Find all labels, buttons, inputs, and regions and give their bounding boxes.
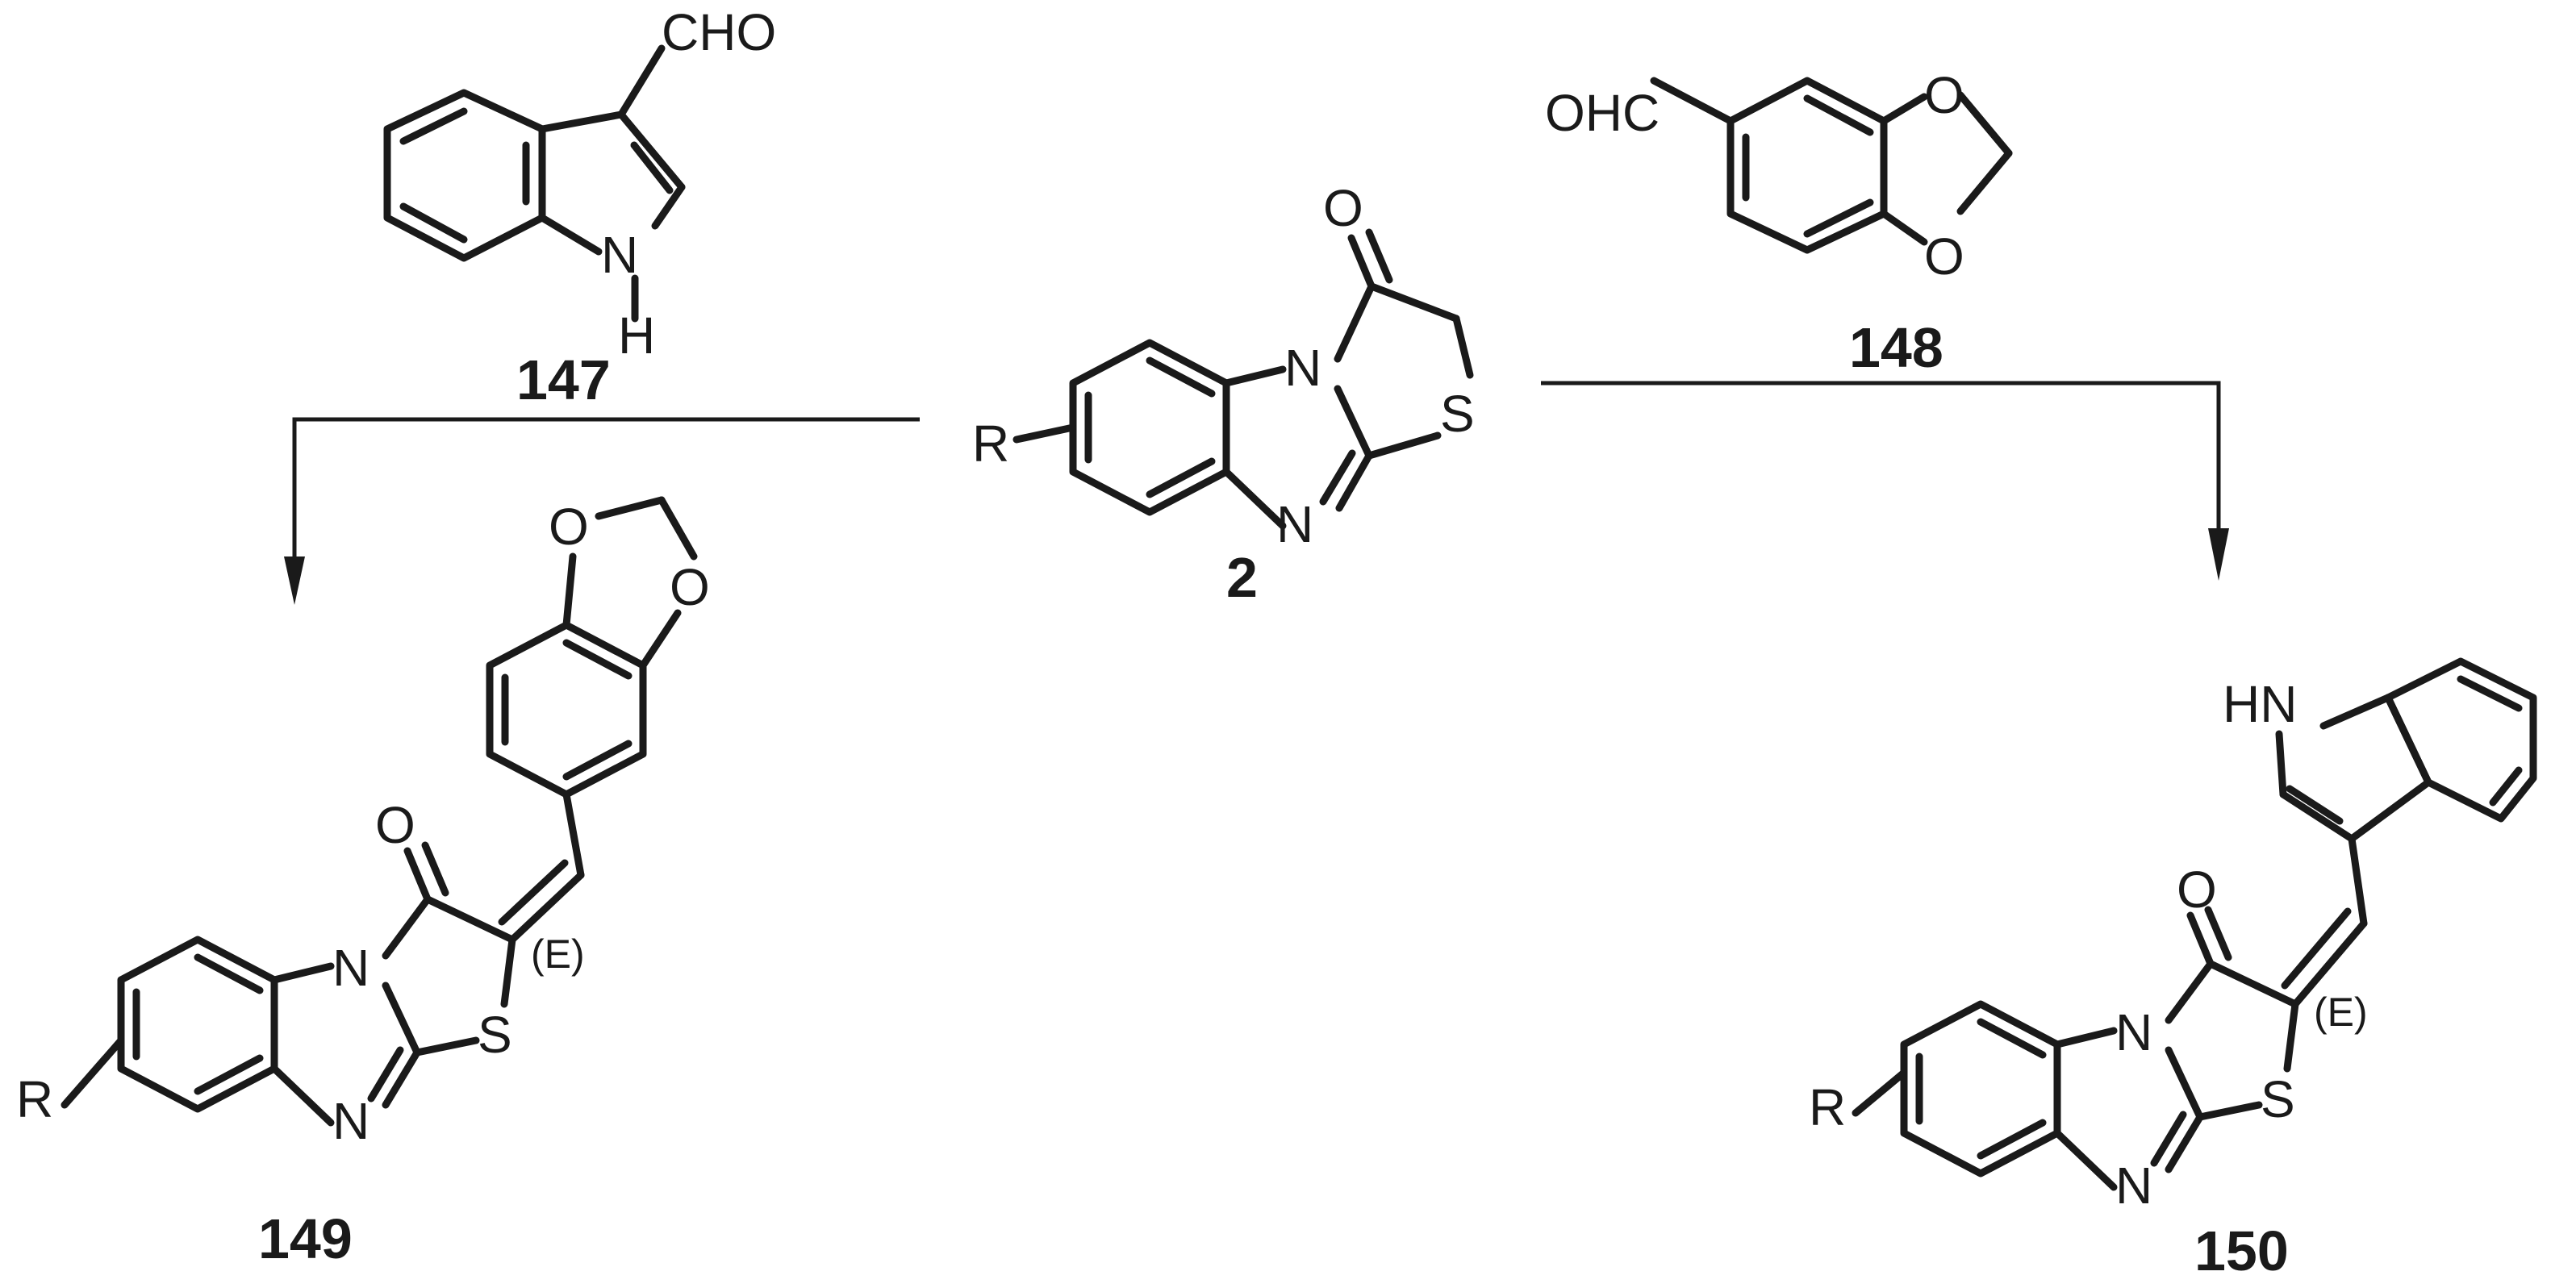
atom-label: N xyxy=(332,1092,369,1150)
stereo-descriptor: (E) xyxy=(2314,990,2368,1035)
atom-label: S xyxy=(478,1006,512,1064)
compound-number: 149 xyxy=(258,1207,353,1270)
atom-label: O xyxy=(375,796,415,854)
atom-label: O xyxy=(1924,227,1964,286)
atom-label: H xyxy=(618,306,655,365)
atom-label: R xyxy=(16,1070,53,1128)
compound-number: 148 xyxy=(1849,316,1943,379)
atom-label: N xyxy=(1276,495,1313,553)
compound-number: 2 xyxy=(1226,546,1258,609)
atom-label: O xyxy=(1924,66,1964,124)
reaction-arrow-left xyxy=(284,417,920,605)
atom-label: O xyxy=(1323,179,1363,237)
atom-label: O xyxy=(2177,861,2217,919)
atom-label: N xyxy=(2115,1157,2152,1215)
reaction-arrow-right xyxy=(1541,381,2229,581)
atom-label: R xyxy=(1809,1078,1846,1136)
compound-149-structure: O O O N N S R (E) xyxy=(16,496,710,1150)
atom-label: S xyxy=(2261,1070,2295,1128)
atom-label: HN xyxy=(2223,675,2297,733)
stereo-descriptor: (E) xyxy=(531,932,585,977)
compound-147-structure: CHO N H xyxy=(383,3,776,365)
atom-label: OHC xyxy=(1545,84,1660,142)
atom-label: O xyxy=(670,558,710,616)
compound-150-structure: HN O N N S R (E) xyxy=(1809,657,2537,1215)
compound-number: 150 xyxy=(2194,1219,2289,1282)
compound-number: 147 xyxy=(516,348,611,411)
atom-label: R xyxy=(972,415,1009,473)
atom-label: N xyxy=(332,939,369,997)
compound-2-structure: O N N S R xyxy=(972,179,1475,553)
atom-label: N xyxy=(2115,1003,2152,1061)
atom-label: N xyxy=(601,226,638,284)
atom-label: O xyxy=(549,498,589,556)
atom-label: CHO xyxy=(662,3,776,61)
atom-label: N xyxy=(1284,339,1321,397)
atom-label: S xyxy=(1440,385,1475,443)
compound-148-structure: OHC O O xyxy=(1545,66,2013,286)
